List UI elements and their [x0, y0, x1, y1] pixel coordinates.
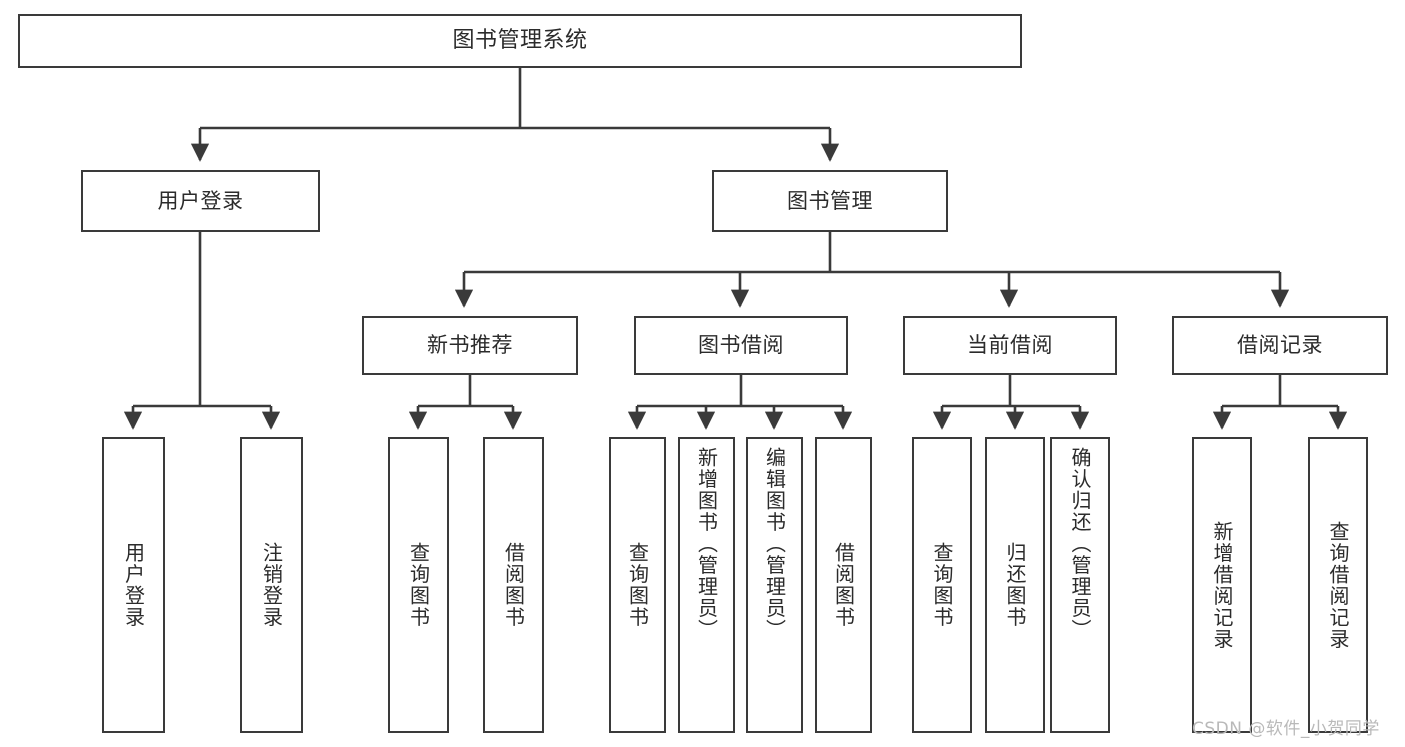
node-leaf-add-borrow-record[interactable]: 新增借阅记录: [1192, 437, 1252, 733]
node-leaf-user-login[interactable]: 用户登录: [102, 437, 165, 733]
node-user-login[interactable]: 用户登录: [81, 170, 320, 232]
node-leaf-user-logout[interactable]: 注销登录: [240, 437, 303, 733]
watermark-text: CSDN @软件_小贺同学: [1192, 719, 1380, 739]
node-label-borrow-record: 借阅记录: [1237, 333, 1323, 358]
node-label-book-borrow: 图书借阅: [698, 333, 784, 358]
node-label-leaf-confirm-return-admin: 确认归还（管理员）: [1068, 447, 1092, 641]
node-label-leaf-query-book-1: 查询图书: [406, 542, 431, 628]
node-book-borrow[interactable]: 图书借阅: [634, 316, 848, 375]
node-leaf-query-borrow-record[interactable]: 查询借阅记录: [1308, 437, 1368, 733]
node-label-leaf-query-book-2: 查询图书: [625, 542, 650, 628]
node-label-current-borrow: 当前借阅: [967, 333, 1053, 358]
node-label-leaf-query-book-3: 查询图书: [930, 542, 954, 628]
node-leaf-query-book-1[interactable]: 查询图书: [388, 437, 449, 733]
node-leaf-add-book-admin[interactable]: 新增图书（管理员）: [678, 437, 735, 733]
node-leaf-query-book-2[interactable]: 查询图书: [609, 437, 666, 733]
node-leaf-borrow-book-1[interactable]: 借阅图书: [483, 437, 544, 733]
node-label-leaf-user-login: 用户登录: [121, 542, 146, 628]
node-book-management[interactable]: 图书管理: [712, 170, 948, 232]
node-label-new-book-recommend: 新书推荐: [427, 333, 513, 358]
node-label-leaf-user-logout: 注销登录: [259, 542, 284, 628]
node-label-root: 图书管理系统: [452, 28, 588, 54]
node-label-leaf-query-borrow-record: 查询借阅记录: [1326, 520, 1350, 650]
node-label-leaf-add-book-admin: 新增图书（管理员）: [694, 447, 719, 641]
node-label-leaf-borrow-book-2: 借阅图书: [831, 542, 856, 628]
node-label-leaf-add-borrow-record: 新增借阅记录: [1210, 520, 1234, 650]
node-root-book-management-system[interactable]: 图书管理系统: [18, 14, 1022, 68]
node-leaf-confirm-return-admin[interactable]: 确认归还（管理员）: [1050, 437, 1110, 733]
node-current-borrow[interactable]: 当前借阅: [903, 316, 1117, 375]
node-label-book-management: 图书管理: [787, 188, 873, 213]
node-label-leaf-edit-book-admin: 编辑图书（管理员）: [762, 447, 787, 641]
node-label-user-login: 用户登录: [157, 188, 244, 213]
node-label-leaf-return-book: 归还图书: [1003, 542, 1027, 628]
node-leaf-return-book[interactable]: 归还图书: [985, 437, 1045, 733]
node-borrow-record[interactable]: 借阅记录: [1172, 316, 1388, 375]
node-leaf-query-book-3[interactable]: 查询图书: [912, 437, 972, 733]
node-new-book-recommend[interactable]: 新书推荐: [362, 316, 578, 375]
node-leaf-edit-book-admin[interactable]: 编辑图书（管理员）: [746, 437, 803, 733]
node-label-leaf-borrow-book-1: 借阅图书: [501, 542, 526, 628]
node-leaf-borrow-book-2[interactable]: 借阅图书: [815, 437, 872, 733]
